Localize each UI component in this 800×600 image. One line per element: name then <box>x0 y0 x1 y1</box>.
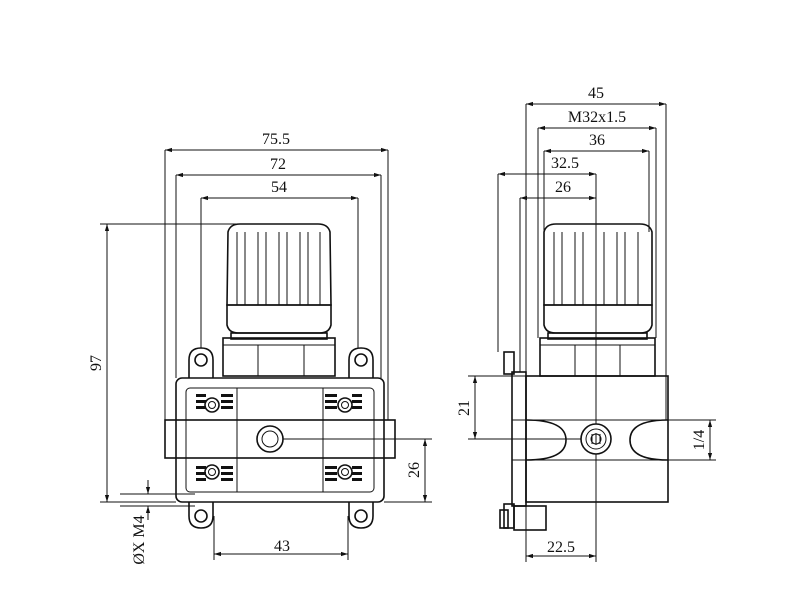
dim-54: 54 <box>271 179 287 196</box>
dim-26-side: 26 <box>555 179 571 196</box>
dim-mount-hole: ØX M4 <box>131 515 148 564</box>
front-dimension-lines <box>100 147 432 560</box>
mount-ears-top <box>188 347 374 378</box>
front-view: 75.5 72 54 97 ØX M4 26 43 <box>88 131 432 565</box>
adjustment-knob <box>226 223 332 334</box>
vent-slots <box>196 394 362 481</box>
dim-45: 45 <box>588 85 604 102</box>
side-view: 45 M32x1.5 36 32.5 26 21 1/4 22.5 <box>456 85 716 562</box>
dim-72: 72 <box>270 156 286 173</box>
dim-m32x1-5: M32x1.5 <box>568 109 626 126</box>
side-dimension-labels: 45 M32x1.5 36 32.5 26 21 1/4 22.5 <box>456 85 708 556</box>
dim-1-4: 1/4 <box>691 430 708 450</box>
side-bonnet <box>539 332 656 377</box>
dim-36: 36 <box>589 132 605 149</box>
front-dimension-labels: 75.5 72 54 97 ØX M4 26 43 <box>88 131 423 565</box>
bonnet-nut <box>222 332 336 377</box>
dim-21: 21 <box>456 400 473 416</box>
dim-43: 43 <box>274 538 290 555</box>
dim-97: 97 <box>88 355 105 371</box>
side-mount-bracket <box>499 351 547 531</box>
side-adjustment-knob <box>543 223 653 334</box>
regulator-body <box>164 377 396 503</box>
dim-32-5: 32.5 <box>551 155 579 172</box>
mount-ears-bottom <box>188 502 374 529</box>
side-dimension-lines <box>468 101 716 562</box>
dim-75-5: 75.5 <box>262 131 290 148</box>
dim-22-5: 22.5 <box>547 539 575 556</box>
dim-26-front: 26 <box>406 462 423 478</box>
